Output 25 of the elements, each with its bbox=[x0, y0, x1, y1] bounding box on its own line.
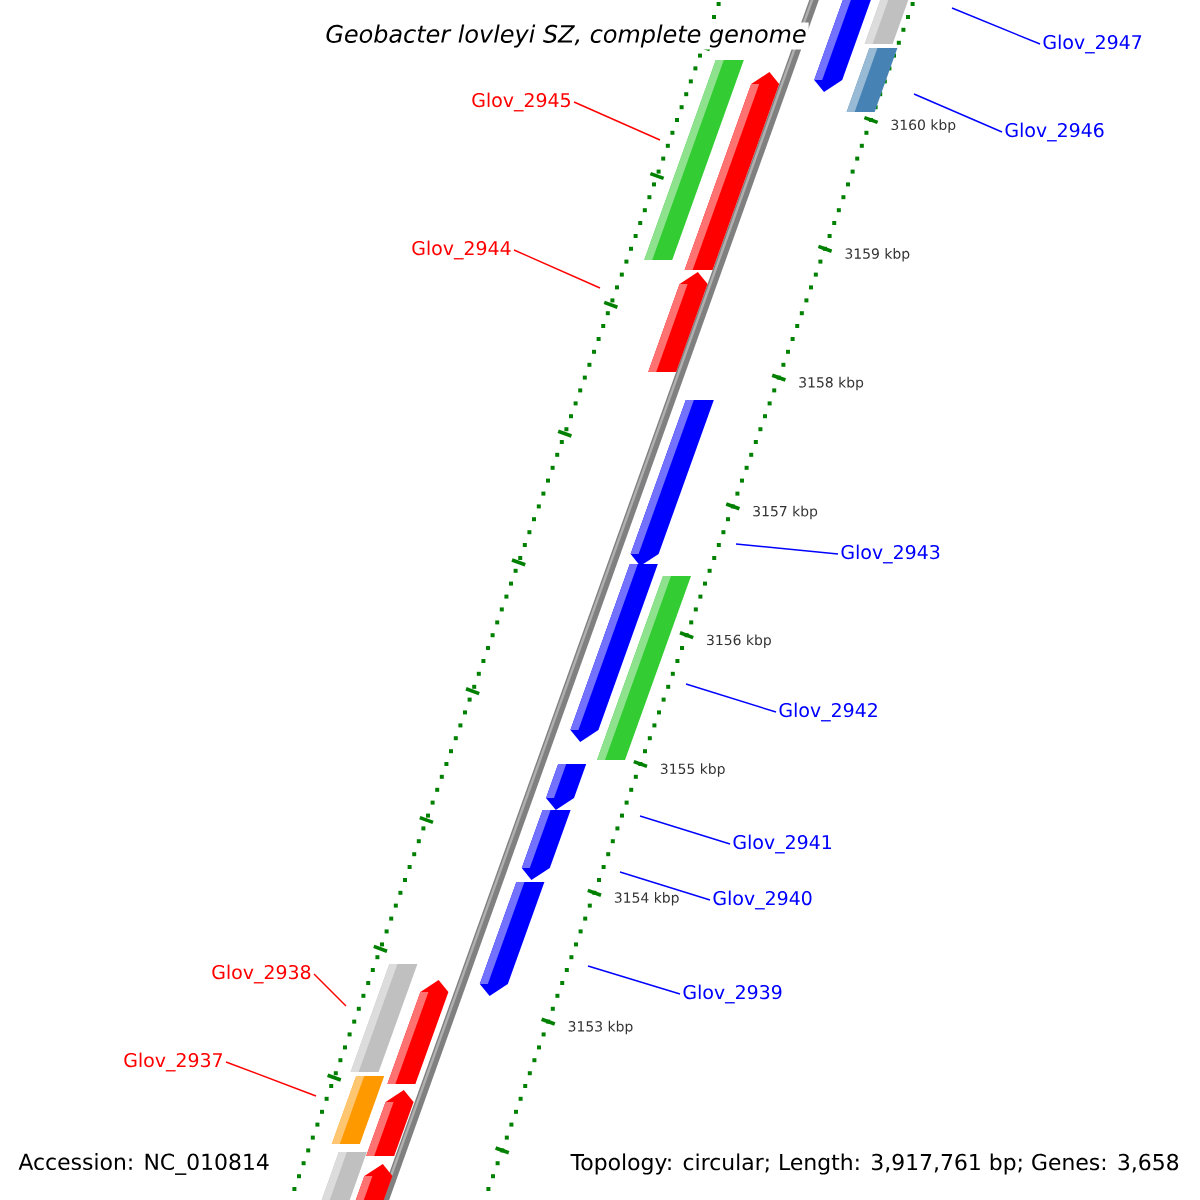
leader-line bbox=[619, 871, 711, 901]
gene-label: Glov_2941 bbox=[733, 834, 832, 854]
leader-line bbox=[951, 7, 1041, 45]
leader-line bbox=[639, 815, 731, 845]
gene-label: Glov_2938 bbox=[212, 964, 311, 984]
gene-label: Glov_2942 bbox=[779, 702, 877, 722]
accession-text: Accession: NC_010814 bbox=[18, 1153, 269, 1175]
gene-label: Glov_2946 bbox=[1005, 122, 1104, 142]
gene-label: Glov_2940 bbox=[713, 890, 812, 910]
leader-line bbox=[313, 973, 347, 1007]
leader-line bbox=[225, 1061, 317, 1097]
gene-label: Glov_2947 bbox=[1043, 34, 1142, 54]
title: Geobacter lovleyi SZ, complete genome bbox=[323, 22, 809, 50]
gene-label: Glov_2945 bbox=[472, 92, 570, 112]
leader-line bbox=[587, 965, 681, 995]
genome-info-text: Topology: circular; Length: 3,917,761 bp; Genes: 3,658 bbox=[568, 1151, 1182, 1177]
gene-label: Glov_2937 bbox=[124, 1052, 222, 1072]
leader-line bbox=[685, 683, 777, 713]
leader-line bbox=[735, 543, 839, 555]
leader-line bbox=[913, 93, 1003, 133]
gene-label: Glov_2943 bbox=[841, 544, 940, 564]
leader-line bbox=[513, 249, 601, 289]
gene-label: Glov_2944 bbox=[412, 240, 511, 260]
leader-line bbox=[573, 101, 661, 141]
gene-label: Glov_2939 bbox=[683, 984, 782, 1004]
